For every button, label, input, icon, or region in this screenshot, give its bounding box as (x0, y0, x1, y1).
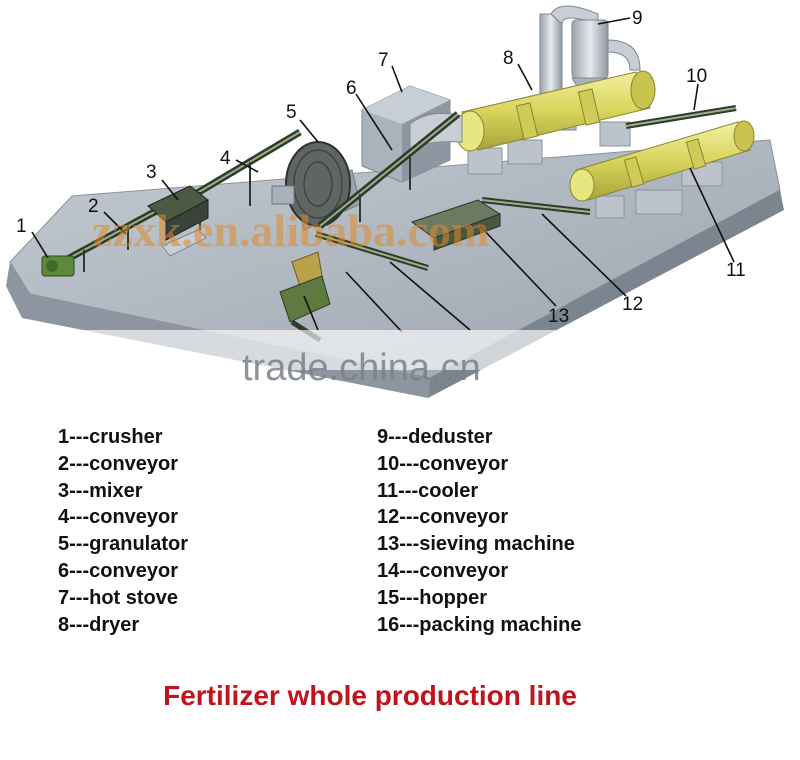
legend-item: 12---conveyor (377, 506, 509, 529)
callout-3: 3 (146, 162, 157, 183)
legend-item: 4---conveyor (58, 506, 179, 529)
conveyor-14 (315, 231, 429, 271)
callout-12: 12 (622, 294, 643, 315)
trade-watermark: trade.china.cn (242, 347, 481, 389)
callout-2: 2 (88, 196, 99, 217)
callout-1: 1 (16, 216, 27, 237)
legend-item: 9---deduster (377, 426, 493, 448)
legend-item: 2---conveyor (58, 452, 179, 475)
conveyor-10 (625, 105, 737, 129)
legend-item: 7---hot stove (58, 586, 178, 609)
conveyor-2 (60, 206, 160, 272)
legend-item: 13---sieving machine (377, 533, 575, 556)
legend-column-right: 9---deduster 10---conveyor 11---cooler 1… (377, 424, 582, 638)
legend-item: 11---cooler (377, 479, 479, 502)
callout-9: 9 (632, 8, 643, 29)
legend-column-left: 1---crusher 2---conveyor 3---mixer 4---c… (58, 424, 188, 638)
watermarks: zzxk.en.alibaba.com trade.china.cn (56, 205, 556, 389)
leader-lines (31, 17, 735, 333)
legend-item: 8---dryer (58, 613, 140, 636)
callout-labels: 1 2 3 4 5 6 7 8 9 10 11 12 13 (16, 8, 746, 327)
callout-11: 11 (726, 260, 746, 281)
conveyor-12 (481, 197, 591, 215)
callout-5: 5 (286, 102, 297, 123)
legend-item: 15---hopper (377, 586, 487, 609)
legend-item: 16---packing machine (377, 613, 582, 636)
callout-13: 13 (548, 306, 569, 327)
conveyor-6 (317, 111, 461, 229)
legend-item: 6---conveyor (58, 559, 179, 582)
callout-4: 4 (220, 148, 231, 169)
legend: 1---crusher 2---conveyor 3---mixer 4---c… (0, 424, 800, 654)
sieving-machine (410, 199, 502, 251)
callout-6: 6 (346, 78, 357, 99)
production-line-illustration: 1 2 3 4 5 6 7 8 9 10 11 12 13 zzxk.en.al… (6, 5, 784, 398)
crusher (41, 255, 75, 277)
legend-item: 14---conveyor (377, 559, 509, 582)
legend-item: 1---crusher (58, 426, 163, 448)
mixer (147, 185, 209, 257)
cooler-drum (569, 120, 755, 202)
callout-7: 7 (378, 50, 389, 71)
legend-item: 10---conveyor (377, 452, 509, 475)
support-blocks (467, 121, 723, 219)
callout-8: 8 (503, 48, 514, 69)
legend-item: 3---mixer (58, 479, 143, 502)
diagram-title: Fertilizer whole production line (163, 680, 577, 711)
callout-10: 10 (686, 66, 707, 87)
legend-item: 5---granulator (58, 533, 188, 556)
alibaba-watermark: zzxk.en.alibaba.com (92, 205, 489, 256)
